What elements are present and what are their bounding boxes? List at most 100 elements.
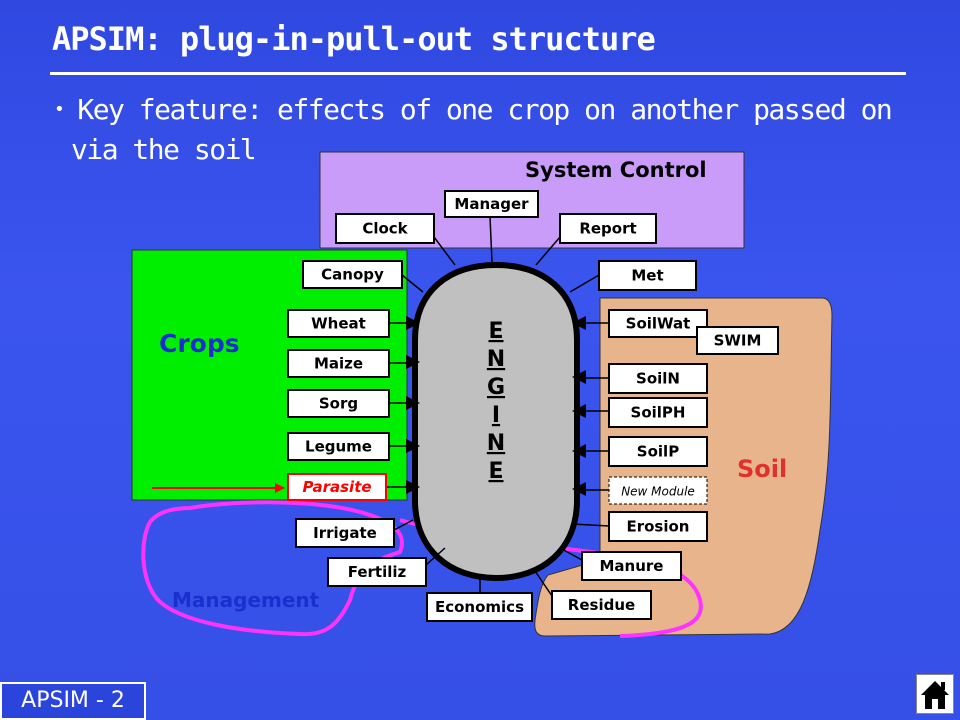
module-fertiliz[interactable]: Fertiliz [327,557,427,587]
module-residue[interactable]: Residue [551,590,652,620]
connector-line [532,567,553,597]
module-irrigate[interactable]: Irrigate [295,518,395,548]
engine-port [572,404,586,418]
engine-port [572,444,586,458]
module-canopy[interactable]: Canopy [302,260,403,289]
engine-port [572,370,586,384]
module-label: SoilPH [631,404,686,422]
engine-port [572,316,586,330]
module-label: Parasite [302,478,371,496]
module-label: Canopy [321,266,384,284]
bullet-line-2: via the soil [71,133,257,166]
engine-port [406,355,420,369]
module-label: Clock [362,220,408,238]
management-label: Management [172,588,320,612]
module-box [551,590,652,620]
module-label: SoilWat [626,315,691,333]
module-label: Fertiliz [348,563,407,581]
module-swim[interactable]: SWIM [696,326,779,355]
engine-port [572,482,586,496]
module-box [287,309,390,338]
module-label: Irrigate [313,524,377,542]
module-label: SoilN [636,370,680,388]
module-box [696,326,779,355]
module-box [608,436,708,467]
module-legume[interactable]: Legume [287,432,390,461]
module-met[interactable]: Met [598,260,697,291]
connector-line [571,523,610,527]
soil-label: Soil [737,455,787,483]
home-button[interactable] [916,674,954,714]
bullet-line-1: Key feature: effects of one crop on anot… [77,93,892,126]
module-box [287,473,387,501]
module-box [608,397,708,428]
module-parasite[interactable]: Parasite [287,473,387,501]
connector-line [425,547,446,566]
module-maize[interactable]: Maize [287,349,390,378]
module-label: Maize [314,355,363,373]
module-clock[interactable]: Clock [335,213,435,244]
bullet-dot: • [54,99,65,120]
module-box [426,592,533,622]
module-label: New Module [621,485,695,499]
module-label: Wheat [311,315,366,333]
connector-line [393,519,414,531]
module-label: Legume [305,438,372,456]
bullet-text: • Key feature: effects of one crop on ano… [54,90,893,170]
module-erosion[interactable]: Erosion [608,511,708,542]
module-label: Economics [435,598,524,616]
module-label: SWIM [714,332,762,350]
module-box [287,389,390,418]
module-box [581,551,682,581]
module-soiln[interactable]: SoilN [608,363,708,394]
module-box [608,363,708,394]
module-economics[interactable]: Economics [426,592,533,622]
module-box [327,557,427,587]
module-label: Met [631,267,663,285]
engine-letter-1: E [488,319,503,344]
module-box [302,260,403,289]
engine-body [412,261,580,582]
module-label: Report [579,220,636,238]
module-sorg[interactable]: Sorg [287,389,390,418]
engine-letter-6: E [488,459,503,484]
module-box [444,190,539,218]
engine-letter-2: N [487,347,505,372]
module-box [598,260,697,291]
connector-line [401,274,424,293]
crops-label: Crops [159,329,240,358]
slide-title: APSIM: plug-in-pull-out structure [52,20,656,58]
module-box [335,213,435,244]
system-control-label: System Control [525,158,707,182]
module-box [608,476,708,505]
module-soilph[interactable]: SoilPH [608,397,708,428]
module-manure[interactable]: Manure [581,551,682,581]
module-report[interactable]: Report [559,213,657,244]
module-wheat[interactable]: Wheat [287,309,390,338]
module-label: Manure [600,557,664,575]
module-box [287,432,390,461]
module-soilp[interactable]: SoilP [608,436,708,467]
connectors [386,216,610,597]
home-icon [921,681,949,709]
connector-line [535,236,561,266]
connector-line [433,236,456,266]
module-label: Erosion [626,518,689,536]
module-new-module[interactable]: New Module [608,476,708,505]
title-rule [50,72,906,75]
module-box [608,309,708,338]
connector-line [559,547,583,561]
engine-letter-5: N [487,431,505,456]
module-box [295,518,395,548]
module-label: Sorg [319,395,358,413]
connector-line [569,274,600,293]
module-label: Manager [454,195,529,213]
module-manager[interactable]: Manager [444,190,539,218]
module-label: Residue [568,596,635,614]
module-box [287,349,390,378]
slide-number: APSIM - 2 [0,682,146,720]
module-soilwat[interactable]: SoilWat [608,309,708,338]
